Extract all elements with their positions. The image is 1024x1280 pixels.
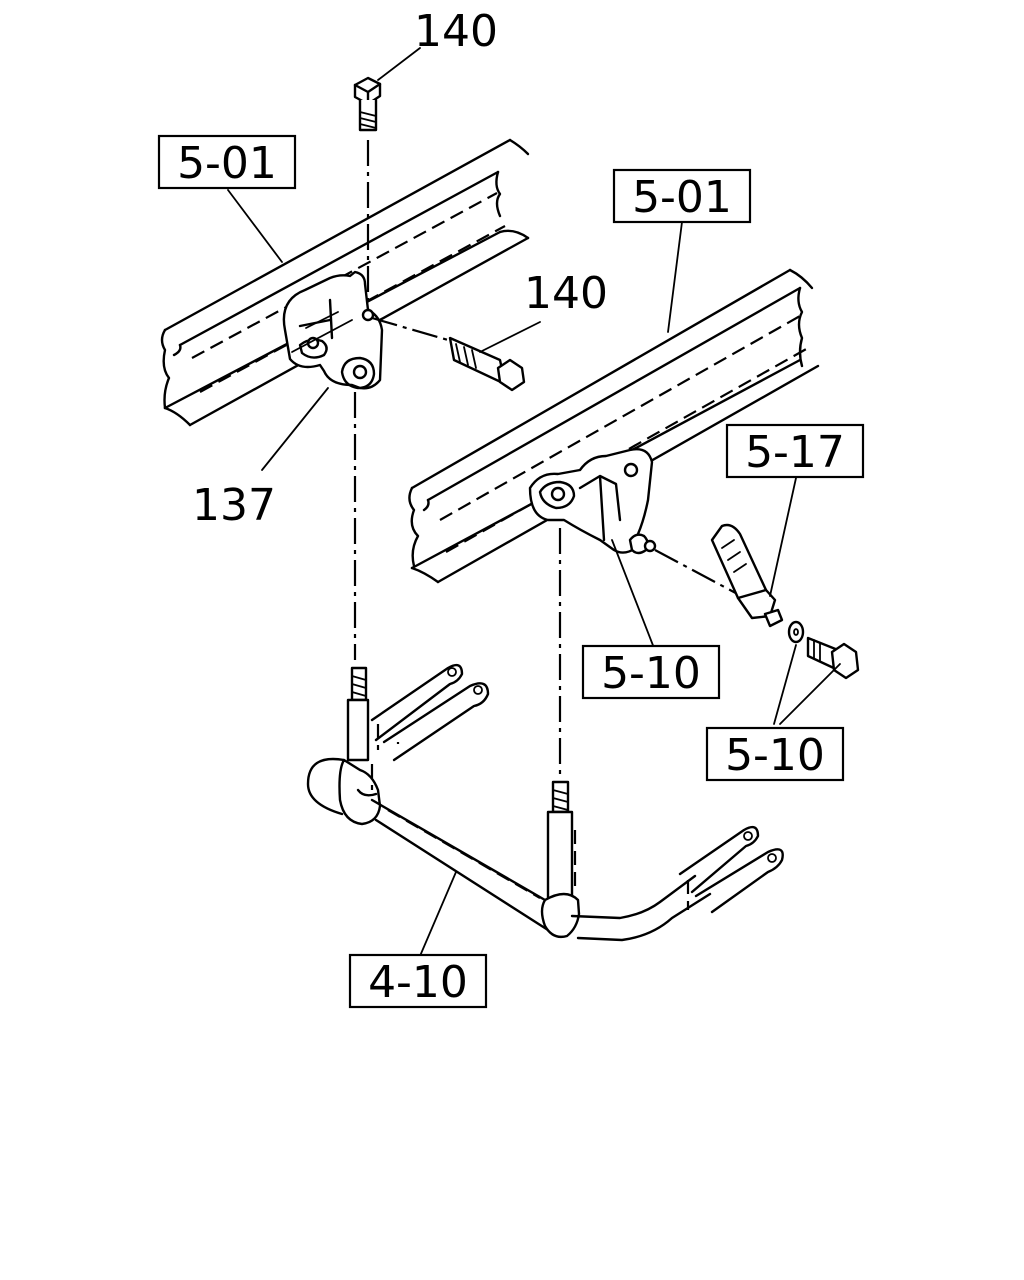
- callout-bolt-washer: 5-10: [725, 730, 825, 781]
- callout-box-bracket-right: [581, 644, 721, 700]
- callout-stabilizer: 4-10: [368, 957, 468, 1008]
- callout-box-bolt-washer: [705, 726, 845, 782]
- callout-box-stabilizer: [348, 953, 488, 1009]
- leader-lines: [227, 47, 841, 957]
- washer-and-bolt: [787, 620, 860, 680]
- callout-bracket: 137: [192, 480, 276, 531]
- callout-bolt-side: 140: [524, 268, 608, 319]
- callout-box-bushing: [725, 423, 865, 479]
- callout-box-frame-right: [612, 168, 752, 224]
- bracket-left: [282, 270, 384, 660]
- callout-bushing: 5-17: [745, 427, 845, 478]
- callout-box-frame-left: [157, 134, 297, 190]
- bushing-assembly: [710, 523, 784, 628]
- bolt-top: [353, 76, 382, 320]
- callout-bracket-right: 5-10: [601, 648, 701, 699]
- callout-frame-right: 5-01: [632, 172, 732, 223]
- callout-bolt-top: 140: [414, 6, 498, 57]
- bolt-side: [371, 316, 526, 392]
- bracket-right: [528, 448, 746, 780]
- callout-frame-left: 5-01: [177, 138, 277, 189]
- stabilizer-bar: [306, 663, 784, 942]
